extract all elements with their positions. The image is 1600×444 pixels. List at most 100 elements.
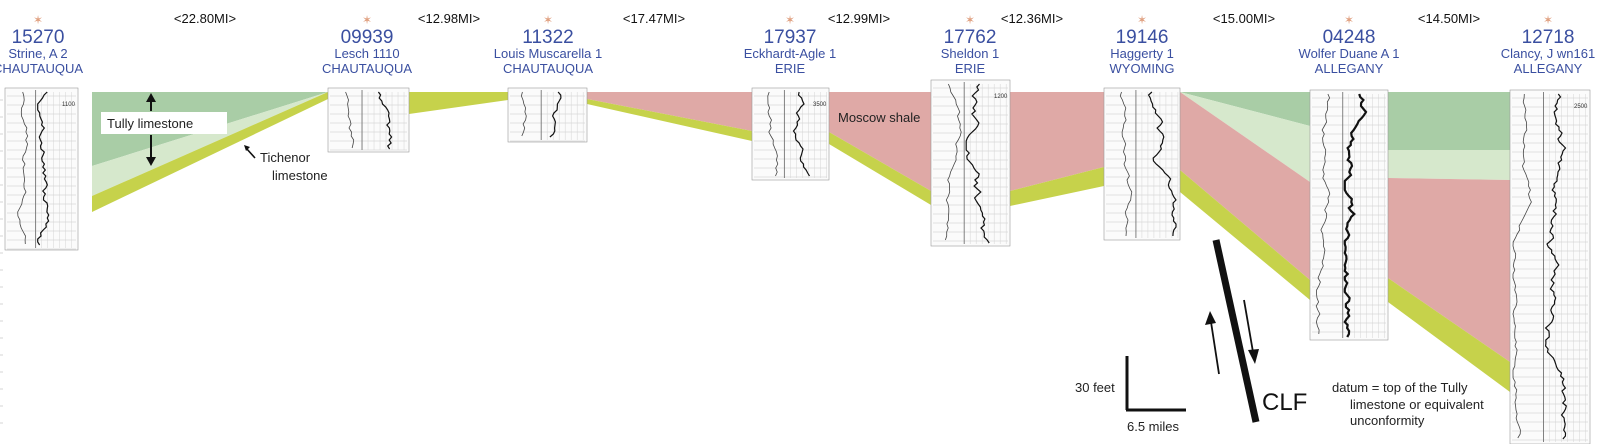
well-log-15270: 1100: [4, 87, 79, 251]
well-county: CHAUTAUQUA: [322, 61, 412, 76]
moscow-layer: [1010, 92, 1104, 191]
well-marker-star-icon: ✶: [1344, 13, 1354, 27]
arrow-down-icon: [1248, 349, 1259, 364]
moscow-layer: [587, 92, 752, 131]
well-county: CHAUTAUQUA: [503, 61, 593, 76]
log-curve: [1315, 93, 1331, 335]
log-curve: [767, 91, 779, 177]
datum-note: datum = top of the Tully limestone or eq…: [1332, 380, 1484, 428]
fault-arrow-down: [1243, 299, 1254, 353]
log-curve: [965, 83, 990, 244]
well-county: ALLEGANY: [1315, 61, 1384, 76]
log-depth-mark: 1100: [62, 102, 76, 108]
fault-line: [1212, 239, 1260, 423]
datum-line1: datum = top of the Tully: [1332, 380, 1468, 395]
tichenor-layer: [829, 132, 931, 205]
well-marker-star-icon: ✶: [965, 13, 975, 27]
well-api-number: 12718: [1522, 27, 1575, 48]
tully-label: Tully limestone: [107, 116, 193, 131]
arrow-head-up-icon: [146, 93, 156, 102]
log-depth-mark: 1200: [994, 94, 1008, 100]
datum-line3: unconformity: [1350, 413, 1425, 428]
distance-label: <14.50MI>: [1418, 11, 1480, 26]
log-curve: [377, 91, 393, 150]
well-county: ERIE: [775, 61, 806, 76]
well-name: Strine, A 2: [8, 46, 67, 61]
log-curve: [1119, 91, 1133, 237]
pointer-arrow-icon: [244, 145, 250, 151]
panel-17937-17762: [829, 92, 931, 205]
tichenor-layer: [587, 99, 752, 141]
moscow-layer: [829, 92, 931, 191]
distance-label: <17.47MI>: [623, 11, 685, 26]
log-strip-background: [327, 87, 410, 153]
well-name: Haggerty 1: [1110, 46, 1174, 61]
log-curve: [1147, 91, 1177, 237]
well-name: Sheldon 1: [941, 46, 1000, 61]
log-curve: [1512, 93, 1532, 439]
tichenor-layer: [1388, 278, 1510, 392]
moscow-layer: [1180, 92, 1310, 280]
fault-arrow-up: [1210, 321, 1220, 375]
moscow-label: Moscow shale: [838, 110, 920, 125]
well-name: Lesch 1110: [334, 46, 399, 61]
moscow-layer: [1388, 178, 1510, 362]
well-log-17762: 1200: [930, 79, 1011, 247]
log-depth-mark: 2500: [1574, 104, 1588, 110]
well-api-number: 19146: [1116, 27, 1169, 48]
log-depth-mark: 3500: [813, 102, 827, 108]
well-log-11322: [507, 87, 588, 143]
log-curve: [792, 91, 811, 177]
tully-label-box: [101, 112, 227, 134]
tully-light-layer: [1388, 150, 1510, 180]
log-curve: [37, 91, 50, 246]
log-curve: [945, 83, 962, 241]
log-curve: [520, 91, 527, 137]
well-county: CHAUTAUQUA: [0, 61, 83, 76]
well-name: Eckhardt-Agle 1: [744, 46, 837, 61]
log-curve: [17, 91, 29, 245]
vertical-scale-label: 30 feet: [1075, 380, 1115, 395]
arrow-up-icon: [1205, 311, 1216, 325]
well-county: ALLEGANY: [1514, 61, 1583, 76]
panel-19146-04248: [1180, 92, 1310, 300]
log-curve: [1544, 93, 1567, 440]
well-api-number: 17762: [944, 27, 997, 48]
tichenor-layer: [92, 92, 328, 212]
panel-17762-19146: [1010, 92, 1104, 206]
well-log-09939: [327, 87, 410, 153]
well-marker-star-icon: ✶: [543, 13, 553, 27]
tichenor-layer: [1010, 167, 1104, 206]
well-log-04248: [1309, 89, 1389, 341]
well-marker-star-icon: ✶: [33, 13, 43, 27]
well-marker-star-icon: ✶: [1543, 13, 1553, 27]
well-api-number: 15270: [12, 27, 65, 48]
well-name: Clancy, J wn161: [1501, 46, 1595, 61]
well-api-number: 09939: [341, 27, 394, 48]
log-curve: [345, 91, 355, 149]
clf-fault: CLF: [1205, 239, 1307, 423]
tully-annotation: Tully limestone: [101, 93, 227, 166]
scale-bar: 30 feet 6.5 miles: [1075, 356, 1186, 434]
log-strip-background: [507, 87, 588, 143]
distance-label: <12.36MI>: [1001, 11, 1063, 26]
left-gutter-ticks: [0, 99, 3, 424]
tichenor-layer: [1180, 170, 1310, 300]
arrow-head-down-icon: [146, 157, 156, 166]
tichenor-annotation: Tichenor limestone: [244, 145, 328, 183]
well-marker-star-icon: ✶: [362, 13, 372, 27]
well-logs: 1100 3500 1200 2500: [4, 79, 1591, 444]
distance-label: <15.00MI>: [1213, 11, 1275, 26]
tichenor-label-line1: Tichenor: [260, 150, 311, 165]
tichenor-pointer: [245, 147, 256, 159]
well-marker-star-icon: ✶: [785, 13, 795, 27]
well-api-number: 17937: [764, 27, 817, 48]
well-log-17937: 3500: [751, 87, 830, 181]
distance-labels: <22.80MI><12.98MI><17.47MI><12.99MI><12.…: [174, 11, 1480, 26]
log-strip-background: [1509, 89, 1591, 444]
log-curve: [1343, 93, 1368, 338]
datum-line2: limestone or equivalent: [1350, 397, 1484, 412]
